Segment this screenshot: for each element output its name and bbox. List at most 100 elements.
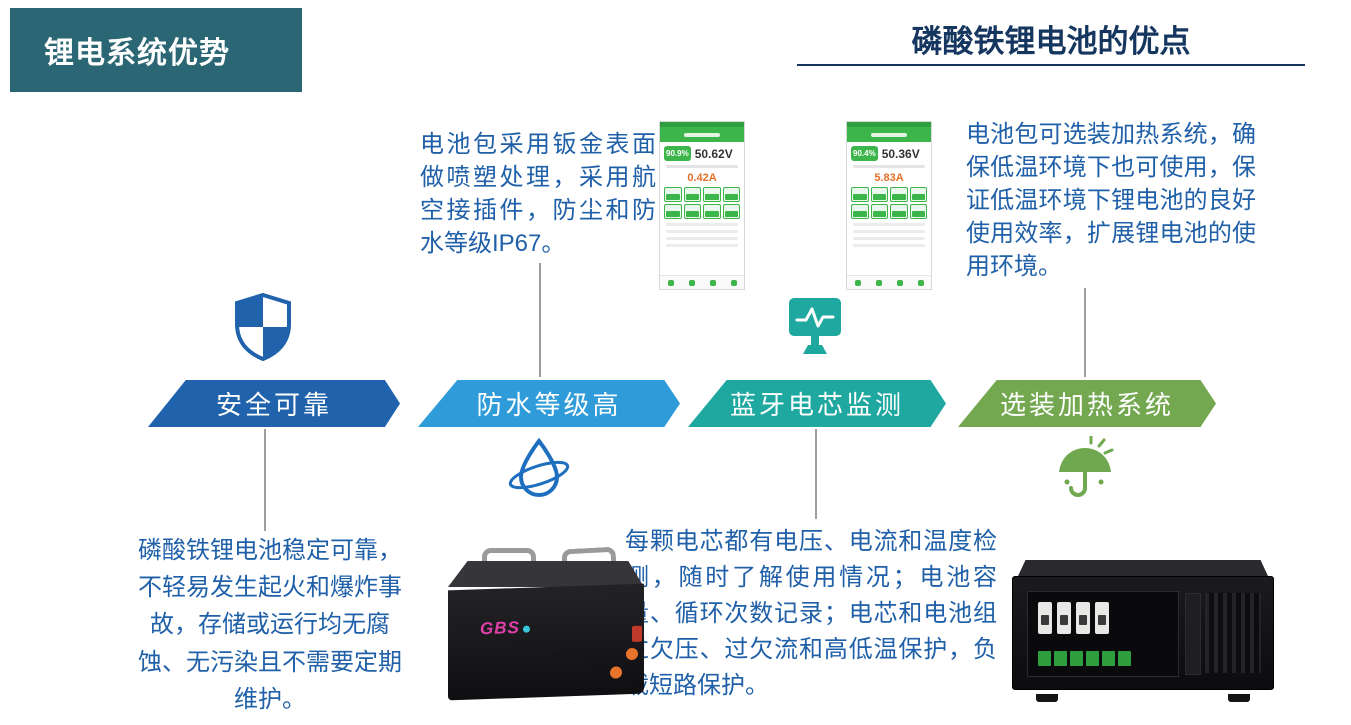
rack-equipment-image bbox=[1012, 560, 1274, 702]
equipment-vents bbox=[1205, 593, 1261, 673]
phone-status-bar bbox=[660, 122, 744, 127]
heating-paragraph: 电池包可选装加热系统，确保低温环境下也可使用，保证低温环境下锂电池的良好使用效率… bbox=[966, 121, 1256, 281]
circuit-breaker bbox=[1076, 602, 1090, 634]
battery-terminal bbox=[610, 666, 622, 679]
battery-pack-image: GBS bbox=[448, 546, 644, 704]
terminal-block bbox=[1070, 651, 1083, 666]
connector-line-bluetooth bbox=[815, 429, 817, 519]
breaker-row bbox=[1038, 602, 1109, 634]
app-screenshot-2: 90.4% 50.36V 5.83A bbox=[846, 121, 932, 290]
soc-badge: 90.9% bbox=[664, 146, 691, 161]
current-value: 5.83A bbox=[874, 172, 904, 184]
battery-cell-icon bbox=[909, 187, 927, 202]
phone-header-bar bbox=[847, 127, 931, 142]
phone-header-title-placeholder bbox=[871, 132, 907, 137]
brand-dot-icon bbox=[522, 625, 530, 633]
current-value: 0.42A bbox=[687, 172, 717, 184]
equipment-front-face bbox=[1012, 576, 1274, 690]
terminal-strip bbox=[1038, 651, 1131, 666]
battery-cell-icon bbox=[683, 187, 701, 202]
terminal-block bbox=[1038, 651, 1051, 666]
label-bar bbox=[853, 165, 925, 168]
battery-cell-icon bbox=[664, 204, 682, 219]
nav-icon bbox=[730, 279, 737, 286]
section-title-underline bbox=[797, 64, 1305, 66]
ribbon-safety: 安全可靠 bbox=[148, 380, 400, 427]
cell-grid bbox=[851, 187, 927, 219]
battery-brand-label: GBS bbox=[480, 618, 530, 640]
battery-cell-icon bbox=[722, 204, 740, 219]
connector-line-safety bbox=[264, 429, 266, 531]
shield-icon bbox=[230, 292, 296, 367]
nav-icon bbox=[875, 279, 882, 286]
battery-cell-icon bbox=[851, 204, 869, 219]
connector-line-heating bbox=[1084, 288, 1086, 377]
phone-main: 90.9% 50.62V 0.42A bbox=[660, 142, 744, 254]
battery-cell-icon bbox=[890, 204, 908, 219]
nav-icon bbox=[896, 279, 903, 286]
terminal-block bbox=[1118, 651, 1131, 666]
circuit-breaker bbox=[1038, 602, 1052, 634]
label-bar bbox=[666, 165, 738, 168]
voltage-value: 50.62V bbox=[694, 146, 733, 161]
ribbon-bluetooth-label: 蓝牙电芯监测 bbox=[729, 390, 904, 420]
terminal-block bbox=[1054, 651, 1067, 666]
circuit-breaker bbox=[1057, 602, 1071, 634]
equipment-panel bbox=[1027, 591, 1179, 677]
nav-icon bbox=[667, 279, 674, 286]
terminal-block bbox=[1102, 651, 1115, 666]
battery-cell-icon bbox=[870, 187, 888, 202]
battery-cell-icon bbox=[703, 187, 721, 202]
nav-icon bbox=[854, 279, 861, 286]
equipment-foot bbox=[1036, 694, 1058, 702]
nav-icon bbox=[709, 279, 716, 286]
battery-top-face bbox=[448, 561, 644, 587]
battery-cell-icon bbox=[890, 187, 908, 202]
terminal-block bbox=[1086, 651, 1099, 666]
ribbon-bluetooth: 蓝牙电芯监测 bbox=[688, 380, 946, 427]
battery-cell-icon bbox=[722, 187, 740, 202]
battery-terminal-cap bbox=[632, 625, 642, 642]
battery-brand-text: GBS bbox=[480, 617, 520, 639]
cell-grid bbox=[664, 187, 740, 219]
battery-cell-icon bbox=[909, 204, 927, 219]
ribbon-heating-label: 选装加热系统 bbox=[999, 390, 1174, 420]
phone-header-title-placeholder bbox=[684, 132, 720, 137]
battery-cell-icon bbox=[683, 204, 701, 219]
page-title: 锂电系统优势 bbox=[44, 37, 230, 70]
soc-badge: 90.4% bbox=[851, 146, 878, 161]
equipment-top-face bbox=[1018, 560, 1268, 576]
ribbon-waterproof-label: 防水等级高 bbox=[476, 390, 622, 420]
battery-front-face: GBS bbox=[448, 583, 644, 701]
battery-cell-icon bbox=[703, 204, 721, 219]
heating-icon bbox=[1053, 435, 1117, 509]
ribbon-waterproof: 防水等级高 bbox=[418, 380, 680, 427]
circuit-breaker bbox=[1095, 602, 1109, 634]
section-title: 磷酸铁锂电池的优点 bbox=[911, 24, 1191, 59]
phone-nav-bar bbox=[660, 275, 744, 289]
battery-handle bbox=[482, 548, 536, 570]
voltage-value: 50.36V bbox=[881, 146, 920, 161]
battery-cell-icon bbox=[664, 187, 682, 202]
phone-main: 90.4% 50.36V 5.83A bbox=[847, 142, 931, 254]
app-screenshot-1: 90.9% 50.62V 0.42A bbox=[659, 121, 745, 290]
ribbon-safety-label: 安全可靠 bbox=[215, 390, 332, 420]
water-drop-icon bbox=[506, 437, 572, 508]
battery-terminal bbox=[626, 647, 638, 661]
page-title-box: 锂电系统优势 bbox=[10, 8, 302, 92]
equipment-foot bbox=[1228, 694, 1250, 702]
data-table-placeholder bbox=[664, 223, 740, 247]
nav-icon bbox=[688, 279, 695, 286]
connector-line-waterproof bbox=[539, 263, 541, 377]
waterproof-paragraph: 电池包采用钣金表面做喷塑处理，采用航空接插件，防尘和防水等级IP67。 bbox=[420, 131, 656, 258]
phone-status-bar bbox=[847, 122, 931, 127]
bluetooth-paragraph: 每颗电芯都有电压、电流和温度检测，随时了解使用情况；电池容量、循环次数记录；电芯… bbox=[625, 528, 997, 699]
battery-cell-icon bbox=[870, 204, 888, 219]
nav-icon bbox=[917, 279, 924, 286]
battery-cell-icon bbox=[851, 187, 869, 202]
phone-nav-bar bbox=[847, 275, 931, 289]
equipment-module bbox=[1185, 593, 1201, 675]
monitor-pulse-icon bbox=[785, 294, 845, 365]
ribbon-heating: 选装加热系统 bbox=[958, 380, 1216, 427]
